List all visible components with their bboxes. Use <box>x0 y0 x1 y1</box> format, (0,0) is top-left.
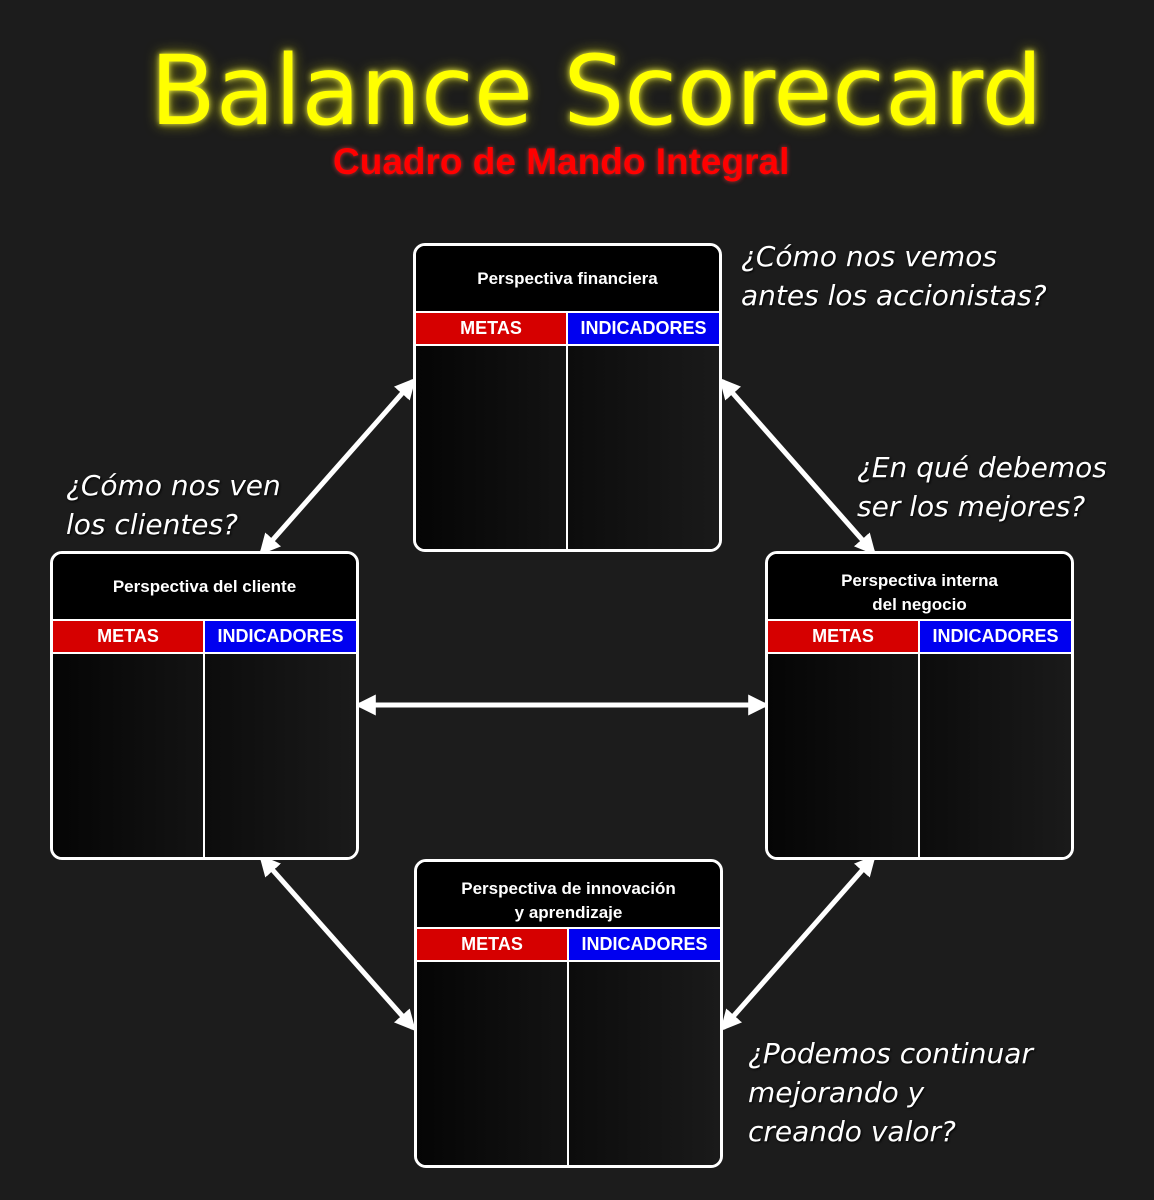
card-innovacion: Perspectiva de innovación y aprendizaje … <box>414 859 723 1168</box>
card-interna: Perspectiva interna del negocio METAS IN… <box>765 551 1074 860</box>
card-financiera: Perspectiva financiera METAS INDICADORES <box>413 243 722 552</box>
column-divider <box>566 311 568 549</box>
arrow-innovacion-interna <box>720 854 876 1032</box>
metas-header: METAS <box>53 619 203 654</box>
column-divider <box>203 619 205 857</box>
arrow-cliente-innovacion <box>259 854 416 1032</box>
card-title: Perspectiva de innovación y aprendizaje <box>417 862 720 927</box>
metas-header: METAS <box>416 311 566 346</box>
metas-column <box>417 962 567 1165</box>
diagram-subtitle: Cuadro de Mando Integral <box>333 141 790 182</box>
indicadores-header: INDICADORES <box>205 619 356 654</box>
arrow-cliente-financiera <box>259 377 416 556</box>
metas-column <box>416 346 566 549</box>
column-divider <box>567 927 569 1165</box>
question-innovacion: ¿Podemos continuar mejorando y creando v… <box>748 1037 1033 1148</box>
indicadores-header: INDICADORES <box>920 619 1071 654</box>
column-divider <box>918 619 920 857</box>
question-financiera: ¿Cómo nos vemos antes los accionistas? <box>741 240 1047 312</box>
arrow-financiera-interna <box>719 377 876 556</box>
card-cliente: Perspectiva del cliente METAS INDICADORE… <box>50 551 359 860</box>
card-title: Perspectiva interna del negocio <box>768 554 1071 619</box>
question-cliente: ¿Cómo nos ven los clientes? <box>66 469 281 541</box>
indicadores-column <box>568 346 719 549</box>
indicadores-header: INDICADORES <box>569 927 720 962</box>
metas-column <box>53 654 203 857</box>
card-title: Perspectiva del cliente <box>53 554 356 619</box>
metas-column <box>768 654 918 857</box>
indicadores-header: INDICADORES <box>568 311 719 346</box>
diagram-title: Balance Scorecard <box>150 35 1043 147</box>
indicadores-column <box>569 962 720 1165</box>
metas-header: METAS <box>768 619 918 654</box>
metas-header: METAS <box>417 927 567 962</box>
indicadores-column <box>920 654 1071 857</box>
indicadores-column <box>205 654 356 857</box>
question-interna: ¿En qué debemos ser los mejores? <box>857 451 1107 523</box>
card-title: Perspectiva financiera <box>416 246 719 311</box>
